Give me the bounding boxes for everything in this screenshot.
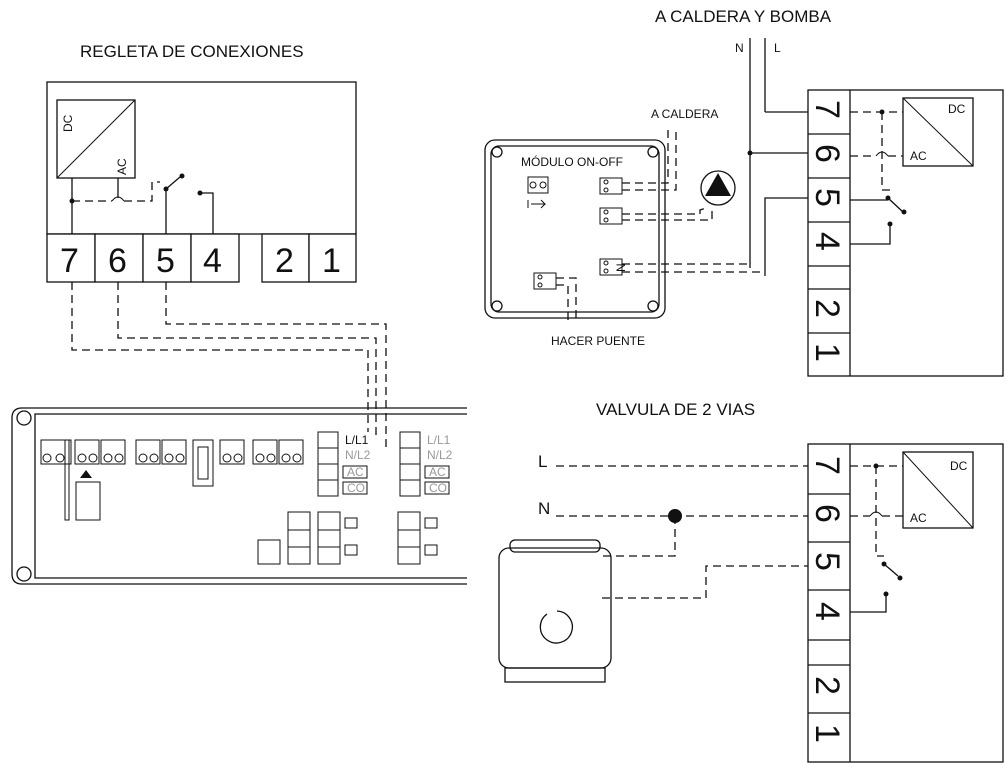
right-bottom-dc-label: DC	[950, 459, 968, 473]
supply-l-label-top: L	[774, 41, 781, 55]
valve-supply: L N	[538, 452, 808, 599]
supply-lines-top: N L	[735, 38, 808, 276]
heading-valvula: VALVULA DE 2 VIAS	[596, 400, 755, 419]
left-terminal-7: 7	[60, 242, 79, 280]
caldera-label: A CALDERA	[651, 107, 718, 121]
board-terminal-column-1: L/L1 N/L2 AC CO	[317, 431, 371, 497]
heading-regleta: REGLETA DE CONEXIONES	[80, 42, 304, 61]
converter-dc-label: DC	[61, 114, 75, 132]
board-n-l2-label: N/L2	[345, 448, 371, 462]
pump-icon	[700, 170, 736, 206]
right-bottom-terminal-6: 6	[808, 504, 846, 523]
left-terminal-box: DC AC	[46, 81, 357, 235]
right-top-terminal-2: 2	[808, 299, 846, 318]
valve-actuator-icon	[498, 539, 612, 683]
right-top-terminal-6: 6	[808, 144, 846, 163]
bridge-label: HACER PUENTE	[551, 334, 645, 348]
left-terminal-2: 2	[275, 242, 294, 280]
board-l-l1-label-2: L/L1	[427, 433, 451, 447]
right-top-ac-label: AC	[910, 149, 927, 163]
on-off-module: MÓDULO ON-OFF N	[484, 139, 666, 319]
right-top-terminal-5: 5	[808, 188, 846, 207]
board-terminal-column-2: L/L1 N/L2 AC CO	[399, 431, 453, 497]
right-bottom-terminal-1: 1	[808, 724, 846, 743]
right-top-dc-label: DC	[948, 102, 966, 116]
converter-symbol: DC AC	[56, 99, 136, 179]
controller-board: L/L1 N/L2 AC CO L/L1 N/L2 AC CO	[11, 407, 467, 585]
board-co-label-1: CO	[347, 481, 365, 495]
right-bottom-terminal-7: 7	[808, 456, 846, 475]
converter-ac-label: AC	[115, 158, 129, 175]
board-ac-label-2: AC	[429, 465, 446, 479]
right-top-terminal-7: 7	[808, 100, 846, 119]
right-bottom-terminal-2: 2	[808, 676, 846, 695]
supply-l-label-bottom: L	[538, 452, 547, 471]
board-n-l2-label-2: N/L2	[427, 448, 453, 462]
right-top-terminal-strip: 7 6 5 4 2 1 DC AC	[807, 89, 1004, 377]
left-terminal-4: 4	[203, 242, 222, 280]
supply-n-label-bottom: N	[538, 499, 550, 518]
board-co-label-2: CO	[429, 481, 447, 495]
module-terminal-n: N	[614, 263, 628, 272]
right-bottom-ac-label: AC	[910, 511, 927, 525]
right-bottom-terminal-strip: 7 6 5 4 2 1 DC AC	[807, 443, 1004, 763]
module-title: MÓDULO ON-OFF	[521, 154, 623, 169]
left-wires	[71, 282, 387, 450]
right-top-terminal-1: 1	[808, 343, 846, 362]
board-connectors-top	[40, 439, 304, 521]
supply-n-label-top: N	[735, 41, 744, 55]
right-bottom-terminal-4: 4	[808, 602, 846, 621]
module-wiring: A CALDERA HACER PUENTE	[551, 107, 765, 348]
board-ac-label-1: AC	[347, 465, 364, 479]
board-l-l1-label: L/L1	[345, 433, 369, 447]
right-bottom-terminal-5: 5	[808, 552, 846, 571]
heading-caldera-bomba: A CALDERA Y BOMBA	[655, 7, 832, 26]
left-terminal-6: 6	[108, 242, 127, 280]
right-top-terminal-4: 4	[808, 232, 846, 251]
left-terminal-1: 1	[322, 242, 341, 280]
left-terminal-5: 5	[156, 242, 175, 280]
left-terminal-strip: 7 6 5 4 2 1	[46, 233, 357, 283]
board-terminals-lower	[257, 511, 438, 565]
